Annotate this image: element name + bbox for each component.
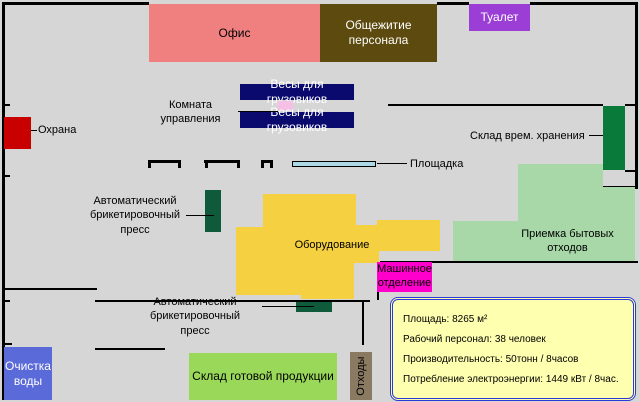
temp-storage-room [603, 106, 625, 170]
platform-pointer [377, 163, 407, 164]
waste-reception-label: Приемка бытовых отходов [521, 228, 614, 255]
control-room-pointer [238, 111, 278, 112]
wall-top-far-right [530, 2, 638, 5]
door-right-1 [625, 104, 635, 106]
platform-label: Площадка [410, 158, 464, 170]
dash-9 [270, 160, 273, 168]
wall-lower-mid [95, 300, 370, 302]
security-room [4, 117, 31, 149]
wall-right [635, 2, 638, 188]
waste-room: Отходы [350, 352, 372, 400]
waste-label: Отходы [354, 356, 367, 396]
wall-bottom-left [2, 343, 12, 345]
wall-left-lower [2, 288, 97, 290]
press-1-unit [205, 190, 221, 232]
dash-8 [261, 160, 264, 168]
press-2-unit [296, 302, 332, 312]
machine-room: Машинное отделение [377, 262, 432, 292]
press-1-label: Автоматический брикетировочный пресс [89, 195, 181, 236]
dash-5 [178, 160, 181, 168]
wall-top-right [437, 2, 469, 5]
wall-top-left [2, 2, 149, 5]
temp-storage-label: Склад врем. хранения [470, 130, 585, 142]
security-pointer [31, 130, 37, 131]
wall-middle-right [380, 261, 638, 263]
platform-bar [292, 161, 376, 167]
truck-scale-bottom: Весы для грузовиков [240, 105, 354, 134]
wall-left [2, 2, 5, 400]
info-area: Площадь: 8265 м² [403, 314, 488, 325]
water-treatment-room: Очистка воды [4, 347, 52, 400]
info-panel: Площадь: 8265 м² Рабочий персонал: 38 че… [390, 297, 636, 401]
finished-goods-room: Склад готовой продукции [189, 353, 337, 400]
truck-scale-top: Весы для грузовиков [240, 77, 354, 106]
dormitory-room: Общежитие персонала [320, 4, 437, 62]
toilet-room: Туалет [469, 4, 530, 31]
dash-3 [262, 160, 272, 163]
wall-bottom-vert [362, 300, 364, 345]
dash-7 [237, 160, 240, 168]
office-room: Офис [149, 4, 320, 62]
equipment-label: Оборудование [294, 239, 370, 252]
wall-upper-right [388, 104, 603, 106]
wall-bottom-mid [95, 348, 165, 350]
machine-room-label: Машинное отделение [377, 263, 432, 289]
control-room-box [278, 101, 293, 110]
door-left-1 [4, 104, 10, 106]
security-label: Охрана [38, 124, 77, 136]
door-left-3 [4, 300, 10, 302]
dash-4 [148, 160, 151, 168]
dash-1 [149, 160, 179, 163]
press-2-pointer [262, 306, 314, 307]
info-power: Потребление электроэнергии: 1449 кВт / 8… [403, 374, 619, 385]
press-2-label: Автоматический брикетировочный пресс [149, 296, 241, 337]
press-1-pointer [186, 215, 214, 216]
dash-6 [205, 160, 208, 168]
info-capacity: Производительность: 50тонн / 8часов [403, 354, 579, 365]
door-right-2 [625, 170, 635, 172]
dash-2 [204, 160, 239, 163]
control-room-label: Комната управления [160, 99, 221, 126]
door-left-2 [4, 175, 10, 177]
info-staff: Рабочий персонал: 38 человек [403, 334, 546, 345]
temp-storage-pointer [589, 135, 603, 136]
